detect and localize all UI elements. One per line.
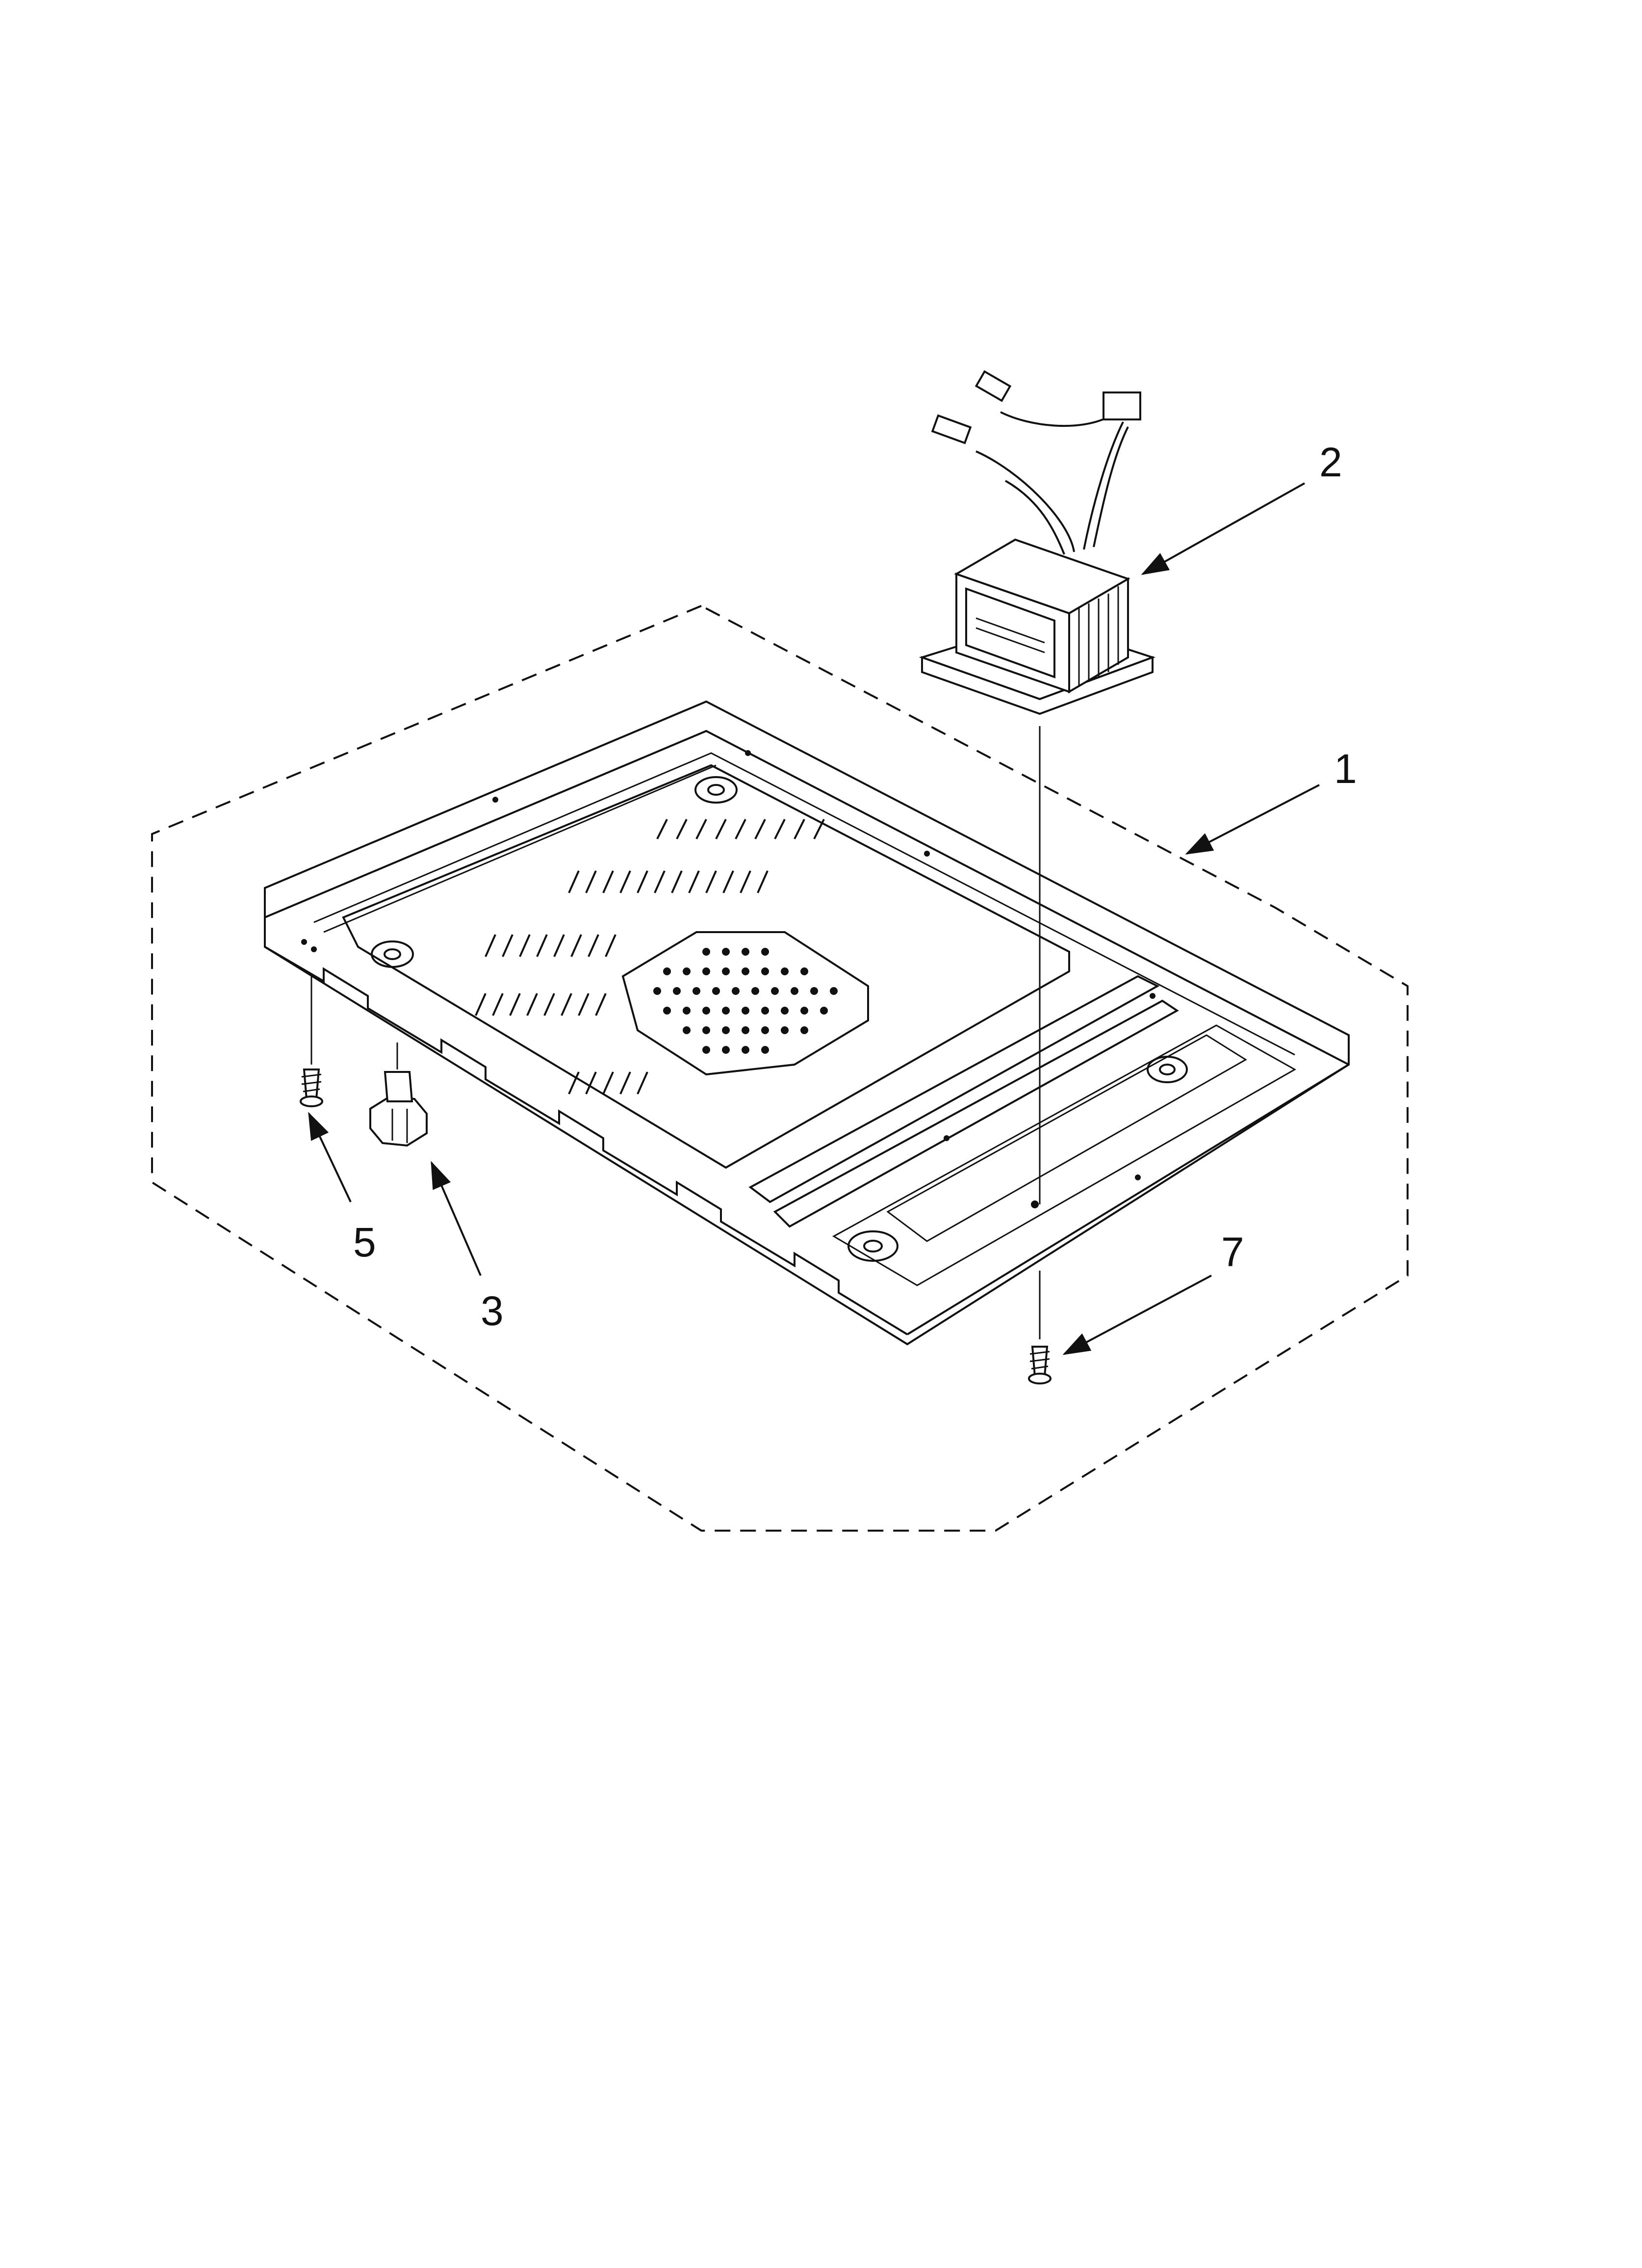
- callout-arrow-2: [1141, 482, 1305, 575]
- screw-7: [1028, 1346, 1052, 1384]
- callout-arrow-7: [1062, 1275, 1212, 1355]
- assembly-dashed-outline: [151, 604, 1409, 1532]
- callout-label-5: 5: [353, 1219, 376, 1265]
- screw-5: [300, 1069, 323, 1107]
- callout-arrow-5: [308, 1112, 352, 1202]
- callout-label-7: 7: [1221, 1229, 1244, 1275]
- vent-louvers: [475, 819, 825, 1095]
- callout-label-2: 2: [1319, 439, 1342, 485]
- callout-arrow-1: [1185, 784, 1320, 855]
- foot: [369, 1071, 428, 1147]
- callout-arrow-3: [431, 1161, 482, 1276]
- callout-label-1: 1: [1334, 746, 1357, 792]
- transformer: [919, 370, 1156, 715]
- callout-label-3: 3: [481, 1288, 504, 1334]
- perforated-grille: [621, 931, 869, 1076]
